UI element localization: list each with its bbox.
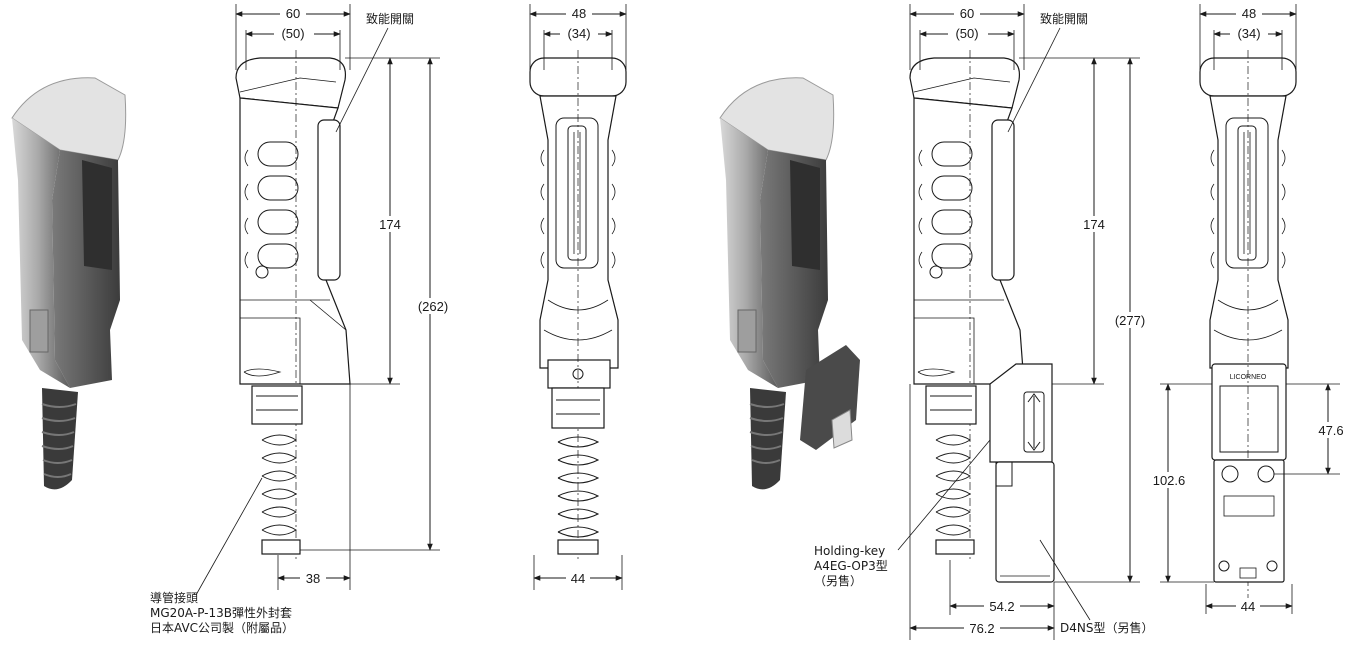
side-view-left-dimensions xyxy=(195,4,450,596)
dim-right-height-174: 174 xyxy=(1083,217,1105,232)
dim-front-left-44: 44 xyxy=(571,571,585,586)
side-view-left xyxy=(235,50,351,560)
front-view-left-dimensions xyxy=(529,4,627,590)
front-view-left xyxy=(529,50,627,560)
label-conduit-line2: MG20A-P-13B彈性外封套 xyxy=(150,606,292,620)
label-holding-key-line1: Holding-key xyxy=(814,544,885,558)
dim-right-keyoffset-54-2: 54.2 xyxy=(989,599,1014,614)
label-enable-switch-left: 致能開關 xyxy=(366,12,414,26)
dim-front-right-48: 48 xyxy=(1242,6,1256,21)
dim-front-left-48: 48 xyxy=(572,6,586,21)
switch-brand-logo: LICORNEO xyxy=(1230,374,1267,381)
dim-front-left-34: (34) xyxy=(567,26,590,41)
dim-left-width-50: (50) xyxy=(281,26,304,41)
dim-right-depth-76-2: 76.2 xyxy=(969,621,994,636)
front-view-right-dimensions xyxy=(1150,4,1348,614)
side-view-right-dimensions xyxy=(897,4,1148,640)
label-enable-switch-right: 致能開關 xyxy=(1040,12,1088,26)
label-d4ns: D4NS型（另售） xyxy=(1060,620,1153,635)
dim-front-right-44: 44 xyxy=(1241,599,1255,614)
label-conduit-line3: 日本AVC公司製（附屬品） xyxy=(150,621,294,635)
dim-left-conduit-38: 38 xyxy=(306,571,320,586)
product-photo-left xyxy=(11,77,127,490)
label-holding-key-line3: （另售） xyxy=(814,573,862,588)
dim-right-width-60: 60 xyxy=(960,6,974,21)
dim-front-right-34: (34) xyxy=(1237,26,1260,41)
product-photo-right xyxy=(719,77,860,490)
dim-front-right-47-6: 47.6 xyxy=(1318,423,1343,438)
dim-right-width-50: (50) xyxy=(955,26,978,41)
side-view-right xyxy=(909,50,1055,583)
dim-left-height-262: (262) xyxy=(418,299,448,314)
dim-front-right-102-6: 102.6 xyxy=(1153,473,1186,488)
front-view-right xyxy=(1199,50,1297,600)
dim-left-height-174: 174 xyxy=(379,217,401,232)
dim-right-height-277: (277) xyxy=(1115,313,1145,328)
dim-left-width-60: 60 xyxy=(286,6,300,21)
label-holding-key-line2: A4EG-OP3型 xyxy=(814,559,888,573)
label-conduit-line1: 導管接頭 xyxy=(150,590,198,605)
